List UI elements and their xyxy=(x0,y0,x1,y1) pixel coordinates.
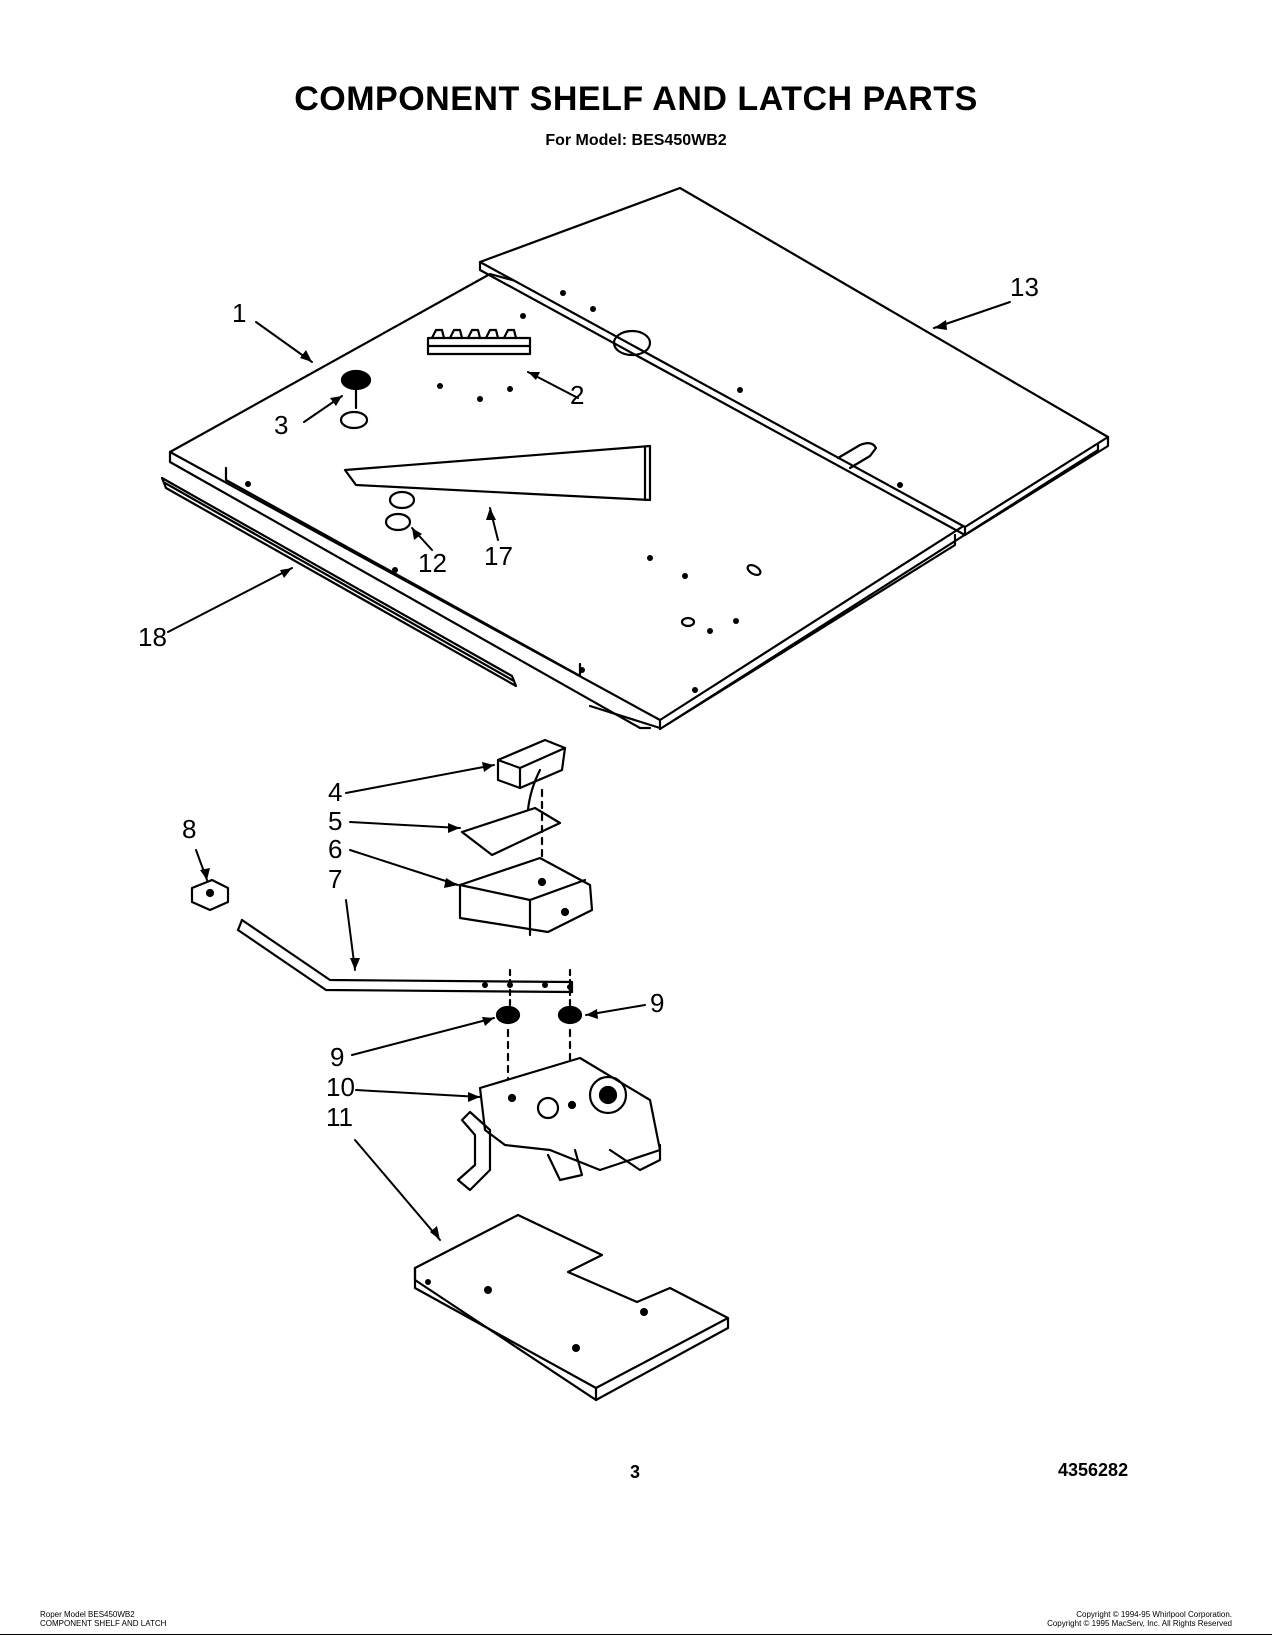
model-subtitle: For Model: BES450WB2 xyxy=(545,132,727,149)
insulator-pad-part xyxy=(460,788,562,872)
footer-copyright: Copyright © 1994-95 Whirlpool Corporatio… xyxy=(1047,1610,1232,1628)
callout-2: 2 xyxy=(570,380,584,410)
page-number: 3 xyxy=(630,1462,641,1482)
callout-6: 6 xyxy=(328,834,342,864)
footer-divider xyxy=(0,1634,1272,1635)
callout-leader-lines xyxy=(167,301,1011,1241)
footer-model-line: Roper Model BES450WB2 xyxy=(40,1610,135,1619)
callout-7: 7 xyxy=(328,864,342,894)
latch-arm-part xyxy=(236,918,574,1007)
leader-arrowheads xyxy=(200,320,947,1240)
callout-17: 17 xyxy=(484,541,513,571)
callout-11: 11 xyxy=(326,1102,353,1132)
page-title: COMPONENT SHELF AND LATCH PARTS xyxy=(294,80,978,118)
callout-5: 5 xyxy=(328,806,342,836)
trim-strip-part xyxy=(160,476,518,688)
callout-13: 13 xyxy=(1010,272,1039,302)
plug-button-part xyxy=(384,490,416,532)
callout-4: 4 xyxy=(328,777,342,807)
callout-9-right: 9 xyxy=(650,988,664,1018)
switch-bracket-part xyxy=(458,856,594,937)
insulator-strip-part xyxy=(343,444,652,502)
callout-12: 12 xyxy=(418,548,447,578)
callout-18: 18 xyxy=(138,622,167,652)
callout-8: 8 xyxy=(182,814,196,844)
footer-section-line: COMPONENT SHELF AND LATCH xyxy=(40,1619,167,1628)
latch-mechanism-part xyxy=(456,1056,662,1192)
cover-plate-part xyxy=(413,1213,730,1402)
terminal-block-part xyxy=(426,328,532,356)
switch-part xyxy=(496,738,567,812)
footer-model-info: Roper Model BES450WB2 COMPONENT SHELF AN… xyxy=(40,1610,166,1628)
callout-9-left: 9 xyxy=(330,1042,344,1072)
callout-3: 3 xyxy=(274,410,288,440)
callout-10: 10 xyxy=(326,1072,355,1102)
copyright-line-2: Copyright © 1995 MacServ, Inc. All Right… xyxy=(1047,1619,1232,1628)
latch-block-part xyxy=(190,878,230,912)
grommet-part xyxy=(339,369,372,430)
copyright-line-1: Copyright © 1994-95 Whirlpool Corporatio… xyxy=(1076,1610,1232,1619)
spacer-parts xyxy=(495,1005,583,1087)
callout-1: 1 xyxy=(232,298,246,328)
document-number: 4356282 xyxy=(1058,1460,1129,1480)
